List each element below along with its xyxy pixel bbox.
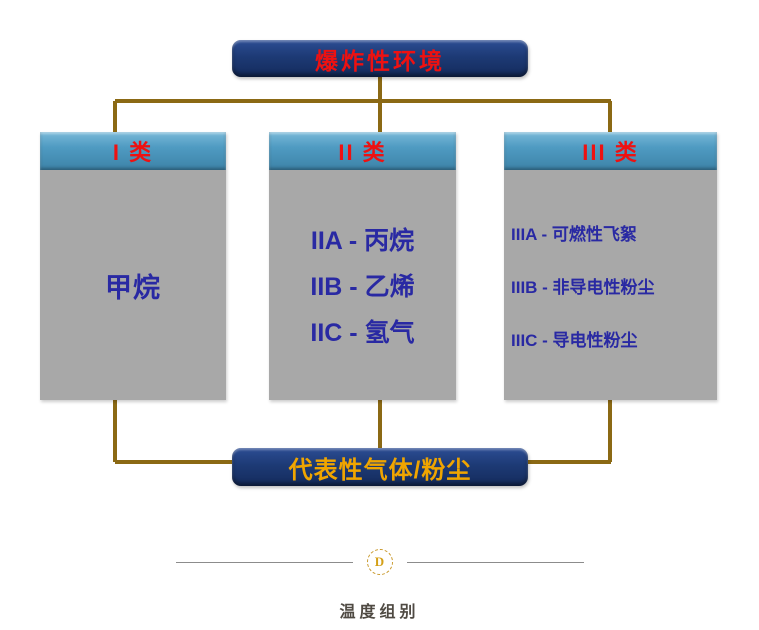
divider-marker-icon: D [366, 549, 393, 575]
section-divider: D [0, 548, 759, 576]
column-3-item: IIIA - 可燃性飞絮 [511, 224, 637, 244]
column-2-header: II 类 [269, 132, 456, 170]
column-2-body: IIA - 丙烷 IIB - 乙烯 IIC - 氢气 [269, 170, 456, 400]
column-3-item: IIIB - 非导电性粉尘 [511, 277, 655, 297]
column-3-item: IIIC - 导电性粉尘 [511, 330, 638, 350]
bottom-node: 代表性气体/粉尘 [232, 448, 528, 486]
column-3-body: IIIA - 可燃性飞絮 IIIB - 非导电性粉尘 IIIC - 导电性粉尘 [504, 170, 717, 400]
column-class-1: I 类 甲烷 [40, 132, 226, 400]
column-1-item: 甲烷 [105, 272, 161, 303]
bottom-node-label: 代表性气体/粉尘 [288, 456, 472, 484]
column-1-header-label: I 类 [112, 140, 154, 165]
column-3-header-label: III 类 [582, 140, 639, 165]
column-1-header: I 类 [40, 132, 226, 170]
column-3-header: III 类 [504, 132, 717, 170]
divider-line-left [175, 561, 353, 563]
column-class-2: II 类 IIA - 丙烷 IIB - 乙烯 IIC - 氢气 [269, 132, 456, 400]
column-1-body: 甲烷 [40, 170, 226, 400]
section-caption: 温度组别 [339, 604, 420, 621]
column-2-item: IIA - 丙烷 [310, 227, 415, 255]
divider-line-right [406, 561, 584, 563]
column-class-3: III 类 IIIA - 可燃性飞絮 IIIB - 非导电性粉尘 IIIC - … [504, 132, 717, 400]
root-node: 爆炸性环境 [232, 40, 528, 77]
root-node-label: 爆炸性环境 [315, 47, 445, 74]
column-2-item: IIC - 氢气 [310, 319, 415, 347]
column-2-item: IIB - 乙烯 [310, 273, 415, 301]
column-2-header-label: II 类 [338, 140, 387, 165]
